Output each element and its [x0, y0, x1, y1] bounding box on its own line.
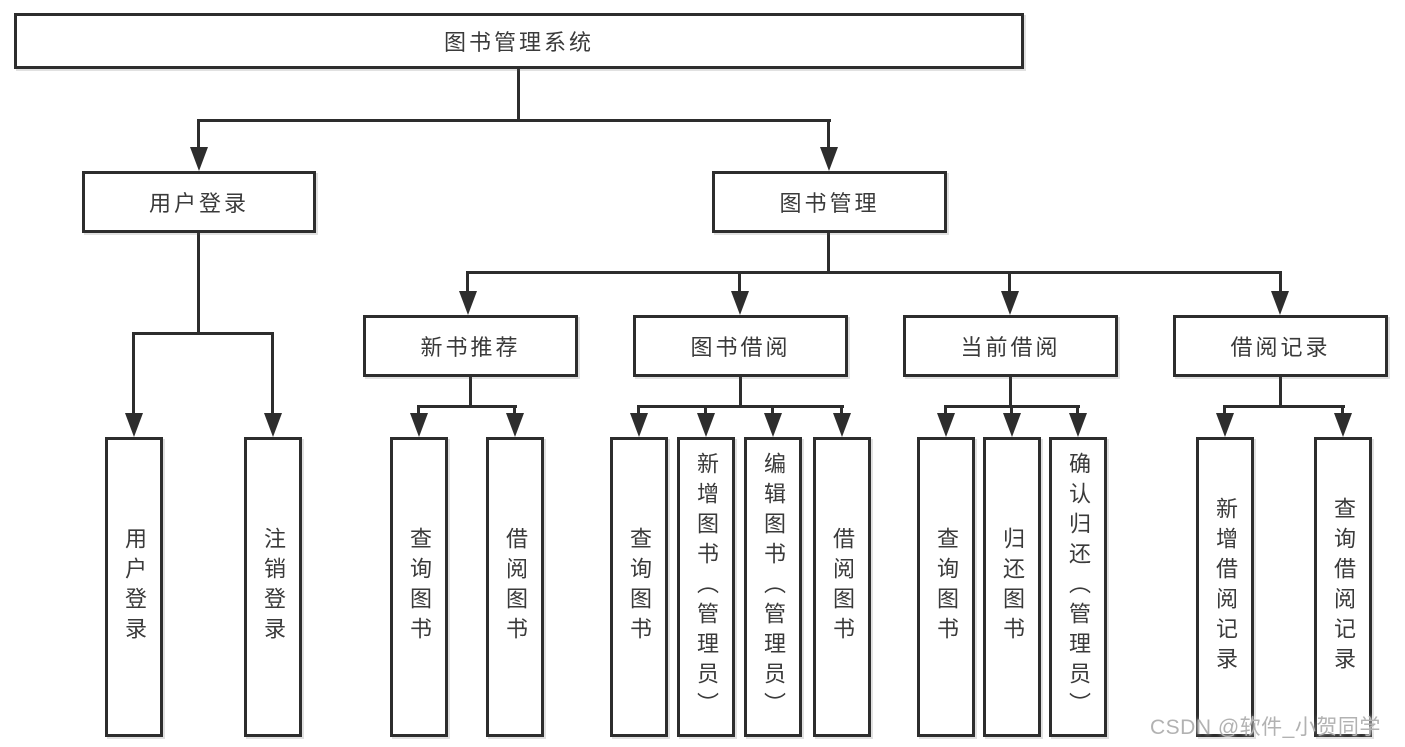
node-label: 用户登录	[122, 527, 147, 647]
leaf-user-login: 用户登录	[105, 437, 163, 737]
leaf-edit-books-admin: 编辑图书（管理员）	[744, 437, 802, 737]
connector-line	[1009, 377, 1012, 408]
node-label: 图书借阅	[690, 335, 791, 360]
arrow-down-icon	[764, 413, 782, 437]
connector-line	[1223, 405, 1345, 408]
node-label: 查询图书	[627, 527, 652, 647]
leaf-add-books-admin: 新增图书（管理员）	[677, 437, 735, 737]
connector-line	[1076, 405, 1079, 417]
connector-line	[417, 405, 517, 408]
node-user-login: 用户登录	[82, 171, 316, 233]
connector-line	[1279, 271, 1282, 294]
connector-line	[517, 69, 520, 120]
connector-line	[840, 405, 843, 417]
connector-line	[271, 332, 274, 415]
arrow-down-icon	[937, 413, 955, 437]
node-label: 借阅记录	[1230, 335, 1331, 360]
node-new-book-recommend: 新书推荐	[363, 315, 578, 377]
leaf-return-books: 归还图书	[983, 437, 1041, 737]
node-label: 借阅图书	[503, 527, 528, 647]
arrow-down-icon	[1001, 291, 1019, 315]
leaf-query-books-recommend: 查询图书	[390, 437, 448, 737]
arrow-down-icon	[731, 291, 749, 315]
leaf-query-books-current: 查询图书	[917, 437, 975, 737]
connector-line	[197, 233, 200, 333]
node-label: 编辑图书（管理员）	[761, 452, 786, 722]
node-label: 图书管理系统	[443, 30, 594, 55]
arrow-down-icon	[1271, 291, 1289, 315]
connector-line	[132, 332, 274, 335]
connector-line	[1223, 405, 1226, 417]
node-book-management: 图书管理	[712, 171, 947, 233]
node-book-borrowing: 图书借阅	[633, 315, 848, 377]
arrow-down-icon	[1334, 413, 1352, 437]
node-label: 查询图书	[934, 527, 959, 647]
node-label: 当前借阅	[960, 335, 1061, 360]
node-library-system: 图书管理系统	[14, 13, 1024, 69]
leaf-query-borrow-record: 查询借阅记录	[1314, 437, 1372, 737]
connector-line	[637, 405, 844, 408]
node-label: 新增借阅记录	[1213, 497, 1238, 677]
connector-line	[771, 405, 774, 417]
node-label: 查询借阅记录	[1331, 497, 1356, 677]
arrow-down-icon	[820, 147, 838, 171]
node-label: 注销登录	[261, 527, 286, 647]
connector-line	[827, 233, 830, 274]
node-label: 新书推荐	[420, 335, 521, 360]
connector-line	[197, 119, 200, 151]
arrow-down-icon	[1069, 413, 1087, 437]
arrow-down-icon	[190, 147, 208, 171]
leaf-borrow-books-recommend: 借阅图书	[486, 437, 544, 737]
csdn-watermark: CSDN @软件_小贺同学	[1150, 716, 1381, 739]
connector-line	[132, 332, 135, 415]
leaf-borrow-books: 借阅图书	[813, 437, 871, 737]
connector-line	[704, 405, 707, 417]
leaf-query-books-borrowing: 查询图书	[610, 437, 668, 737]
arrow-down-icon	[506, 413, 524, 437]
node-label: 归还图书	[1000, 527, 1025, 647]
leaf-logout: 注销登录	[244, 437, 302, 737]
connector-line	[1008, 271, 1011, 294]
connector-line	[417, 405, 420, 417]
connector-line	[1279, 377, 1282, 408]
connector-line	[466, 271, 1282, 274]
node-borrowing-records: 借阅记录	[1173, 315, 1388, 377]
arrow-down-icon	[125, 413, 143, 437]
node-current-borrowing: 当前借阅	[903, 315, 1118, 377]
arrow-down-icon	[630, 413, 648, 437]
node-label: 查询图书	[407, 527, 432, 647]
connector-line	[827, 119, 830, 151]
arrow-down-icon	[1003, 413, 1021, 437]
leaf-confirm-return-admin: 确认归还（管理员）	[1049, 437, 1107, 737]
connector-line	[739, 377, 742, 408]
arrow-down-icon	[697, 413, 715, 437]
connector-line	[513, 405, 516, 417]
arrow-down-icon	[410, 413, 428, 437]
connector-line	[637, 405, 640, 417]
connector-line	[1341, 405, 1344, 417]
arrow-down-icon	[833, 413, 851, 437]
node-label: 用户登录	[148, 191, 249, 216]
node-label: 新增图书（管理员）	[694, 452, 719, 722]
connector-line	[944, 405, 947, 417]
arrow-down-icon	[459, 291, 477, 315]
connector-line	[466, 271, 469, 294]
arrow-down-icon	[264, 413, 282, 437]
node-label: 确认归还（管理员）	[1066, 452, 1091, 722]
connector-line	[1010, 405, 1013, 417]
connector-line	[469, 377, 472, 408]
connector-line	[738, 271, 741, 294]
connector-line	[197, 119, 831, 122]
node-label: 图书管理	[779, 191, 880, 216]
node-label: 借阅图书	[830, 527, 855, 647]
leaf-add-borrow-record: 新增借阅记录	[1196, 437, 1254, 737]
arrow-down-icon	[1216, 413, 1234, 437]
